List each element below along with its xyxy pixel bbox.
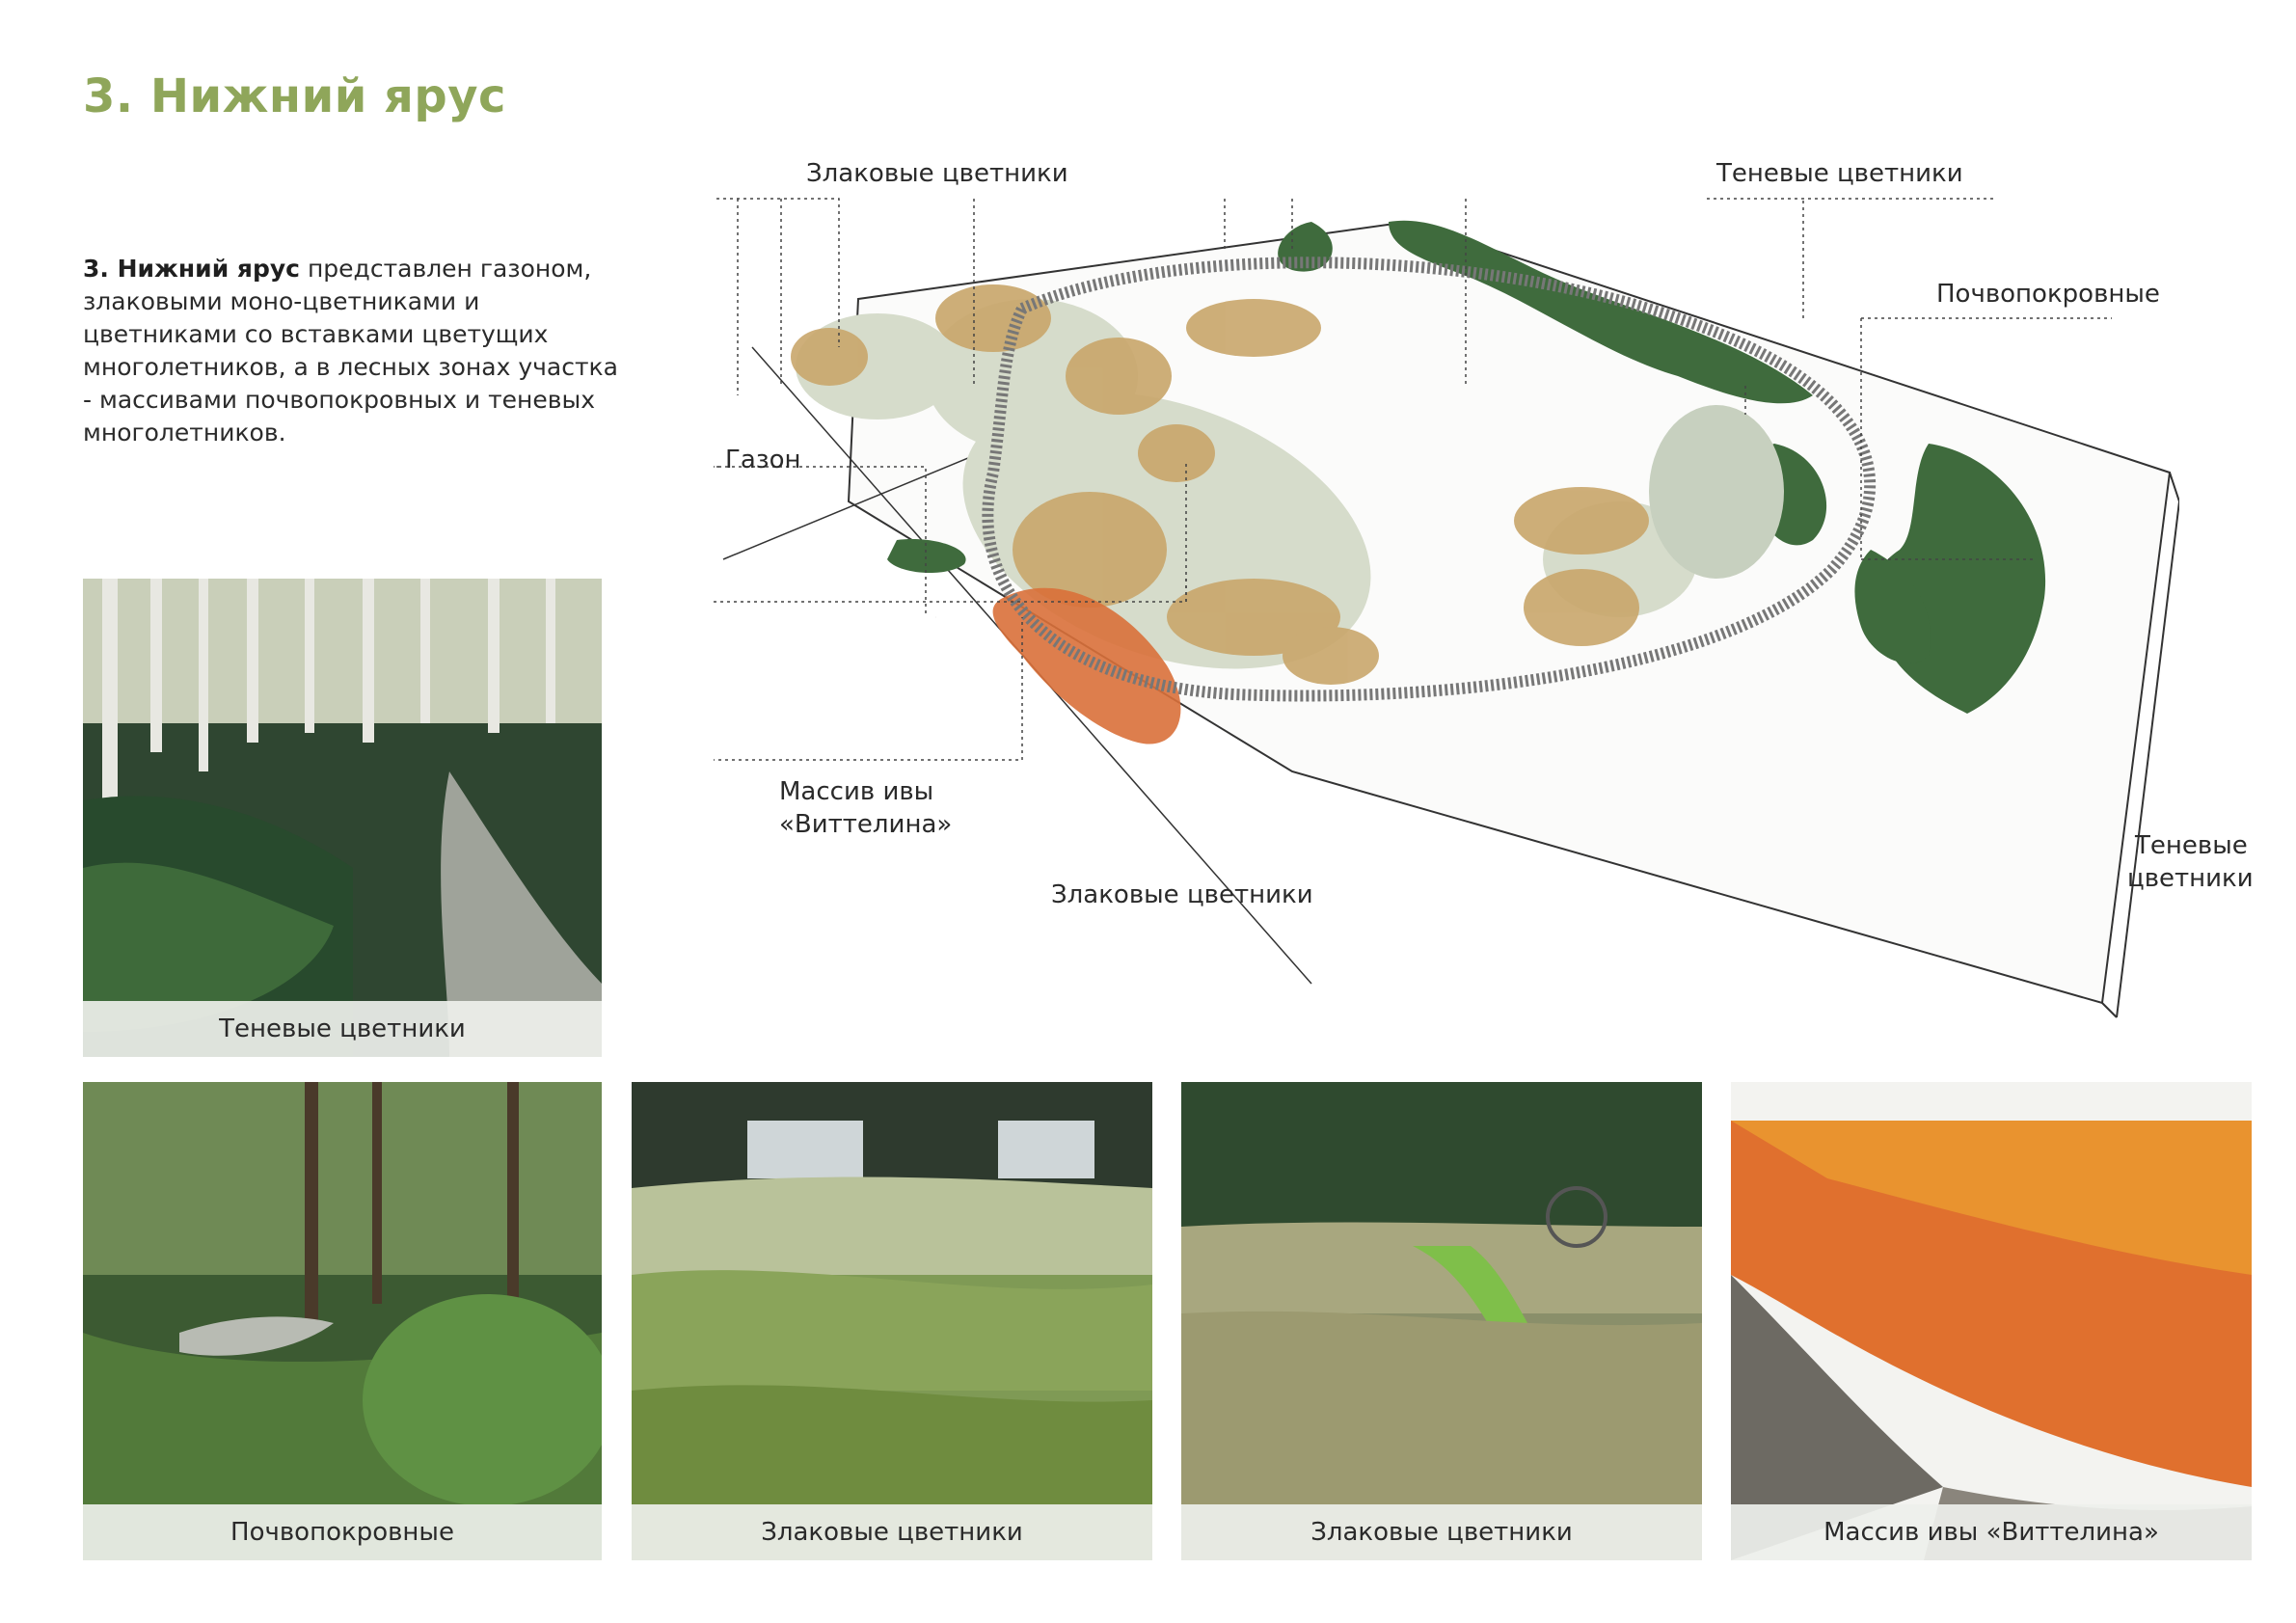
photo-willow-image (1731, 1082, 2252, 1560)
photo-caption: Теневые цветники (83, 1001, 602, 1057)
site-plan-drawing (482, 198, 2180, 1018)
photo-shade-garden: Теневые цветники (83, 579, 602, 1057)
photo-caption: Массив ивы «Виттелина» (1731, 1504, 2252, 1560)
photo-caption: Почвопокровные (83, 1504, 602, 1560)
label-grass-top: Злаковые цветники (806, 159, 1068, 188)
label-shade-right-2: цветники (2127, 864, 2254, 893)
photo-caption: Злаковые цветники (1181, 1504, 1702, 1560)
photo-grass-1: Злаковые цветники (632, 1082, 1152, 1560)
photo-groundcover-image (83, 1082, 602, 1560)
label-shade-top: Теневые цветники (1716, 159, 1963, 188)
label-shade-right-1: Теневые (2135, 831, 2248, 860)
description: 3. Нижний ярус представлен газоном, злак… (83, 253, 623, 449)
photo-grass-1-image (632, 1082, 1152, 1560)
label-groundcover: Почвопокровные (1936, 280, 2160, 309)
label-lawn: Газон (725, 446, 801, 474)
site-plan (482, 154, 2180, 1041)
label-grass-bottom: Злаковые цветники (1051, 880, 1313, 909)
photo-grass-2: Злаковые цветники (1181, 1082, 1702, 1560)
label-willow-2: «Виттелина» (779, 810, 953, 839)
page-title: 3. Нижний ярус (83, 69, 506, 123)
photo-caption: Злаковые цветники (632, 1504, 1152, 1560)
photo-willow: Массив ивы «Виттелина» (1731, 1082, 2252, 1560)
photo-grass-2-image (1181, 1082, 1702, 1560)
photo-groundcover: Почвопокровные (83, 1082, 602, 1560)
description-bold: 3. Нижний ярус (83, 255, 300, 283)
photo-shade-garden-image (83, 579, 602, 1057)
label-willow-1: Массив ивы (779, 777, 934, 806)
description-text: представлен газоном, злаковыми моно-цвет… (83, 255, 618, 446)
